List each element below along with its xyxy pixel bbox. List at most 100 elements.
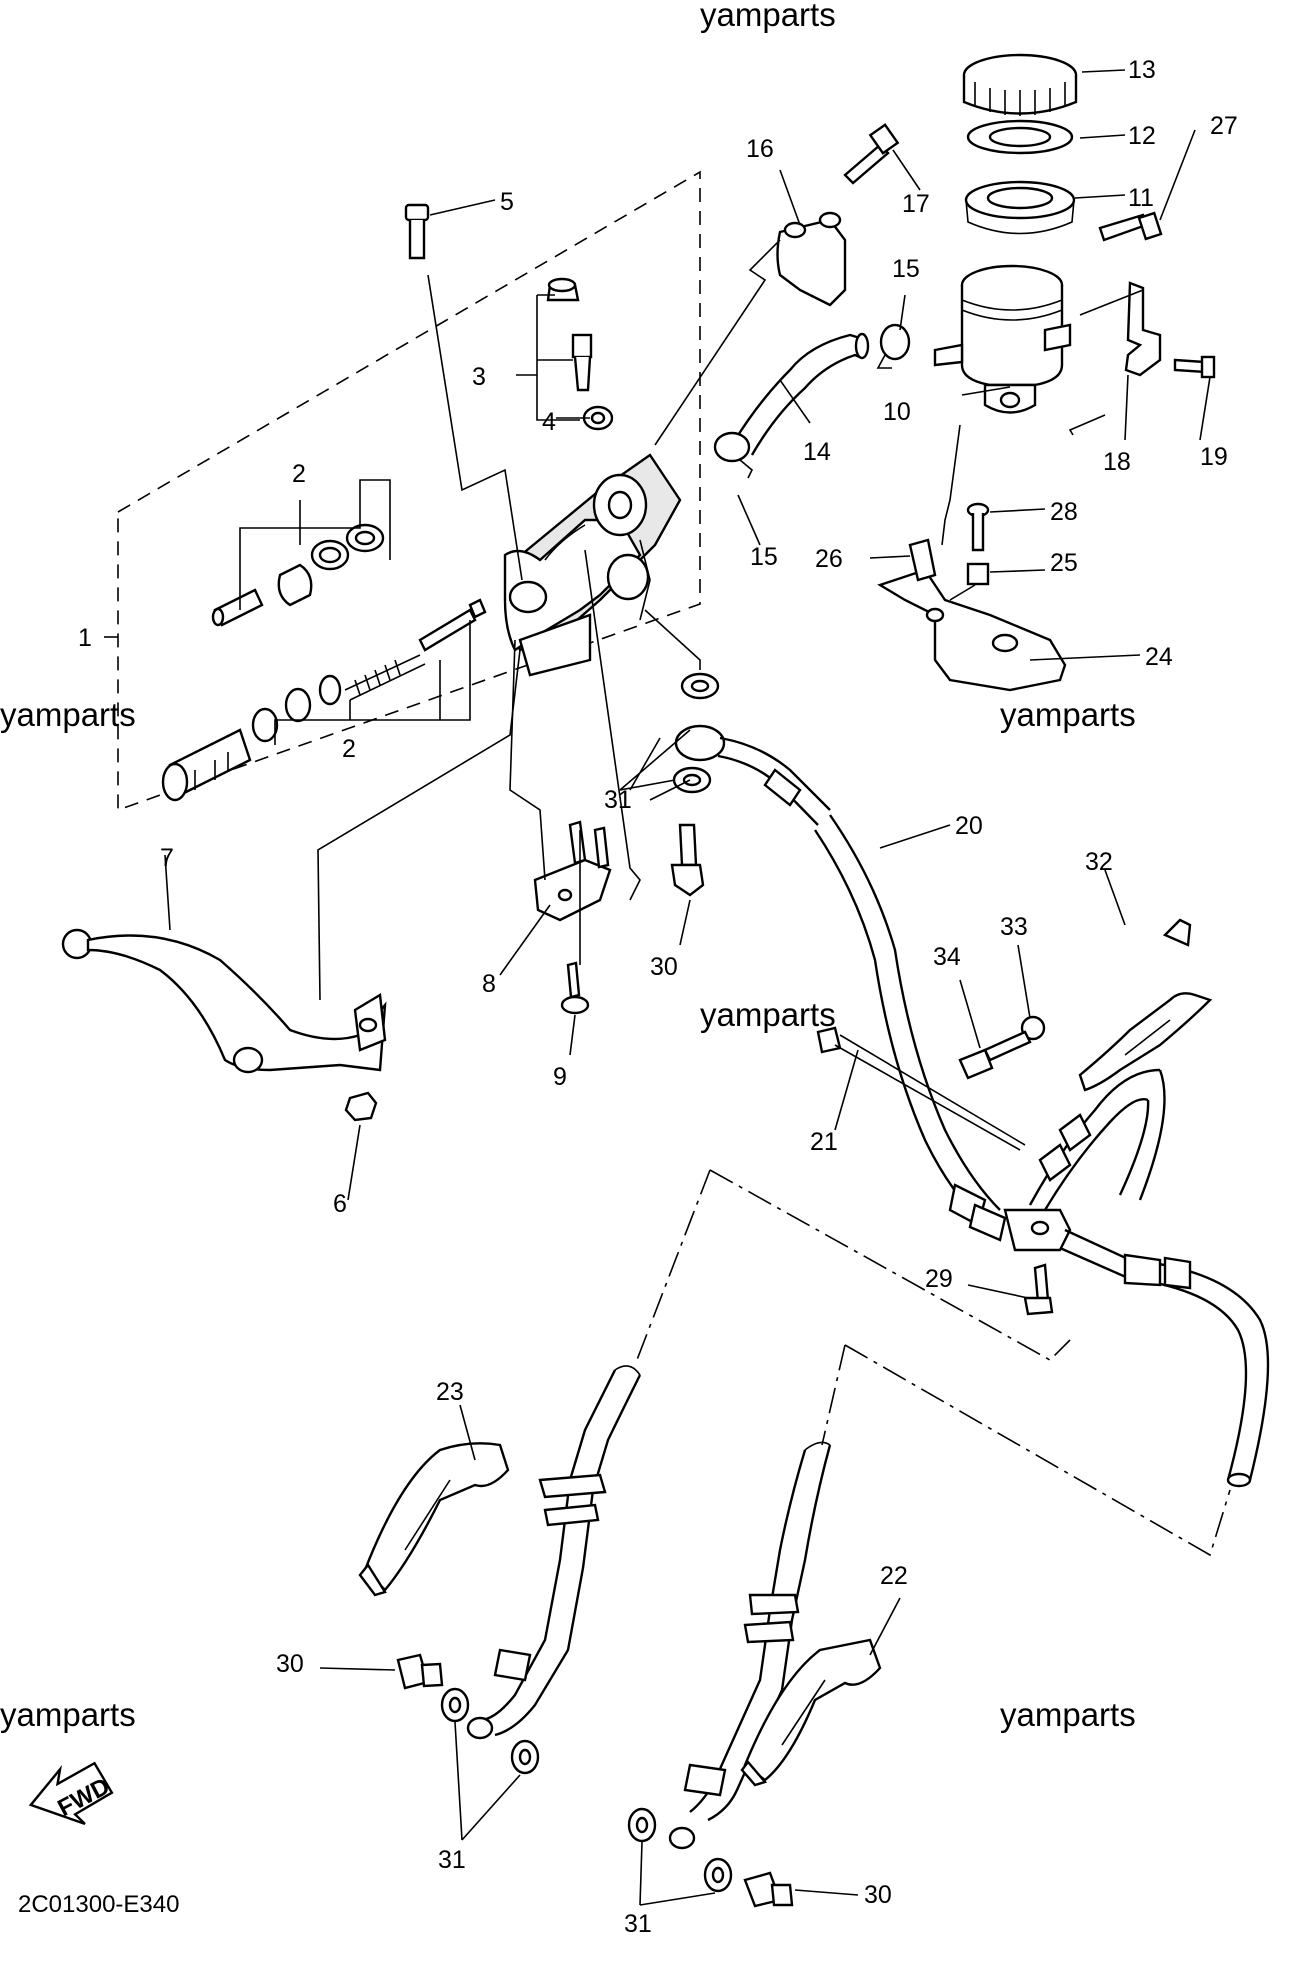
watermark: yamparts: [0, 696, 136, 733]
callout-12: 12: [1128, 122, 1156, 150]
gasket: [440, 1687, 470, 1723]
plate-26: [908, 538, 937, 582]
assembly-lines: [634, 1169, 1231, 1557]
union-bolt: [396, 1653, 444, 1690]
hose-guide: [1078, 918, 1213, 1092]
hose-clamp: [876, 323, 911, 369]
collar-25: [966, 562, 990, 586]
callout-9: 9: [553, 1063, 567, 1091]
callout-18: 18: [1103, 448, 1131, 476]
reservoir-bracket: [1124, 281, 1162, 377]
nut-6: [344, 1091, 378, 1122]
piston-kit-upper: [211, 523, 385, 627]
bolt-34: [958, 1030, 1032, 1080]
callout-23: 23: [436, 1378, 464, 1406]
bleed-screw: [546, 277, 593, 392]
callout-19: 19: [1200, 443, 1228, 471]
brake-hose-left: [466, 1365, 642, 1740]
callout-21: 21: [810, 1128, 838, 1156]
callout-5: 5: [500, 188, 514, 216]
watermark: yamparts: [700, 0, 836, 33]
callout-11: 11: [1128, 184, 1154, 212]
pivot-bolt-5: [404, 203, 430, 260]
callout-6: 6: [333, 1190, 347, 1218]
bolt-29: [1023, 1263, 1054, 1316]
watermark: yamparts: [1000, 696, 1136, 733]
hose-guide-left: [358, 1442, 510, 1597]
gasket: [672, 766, 712, 794]
diaphragm: [964, 180, 1076, 235]
reservoir-hose: [733, 332, 870, 456]
callout-15: 15: [892, 255, 920, 283]
watermark: yamparts: [1000, 1696, 1136, 1733]
fwd-arrow-icon: FWD: [28, 1761, 114, 1825]
callout-22: 22: [880, 1562, 908, 1590]
gasket: [703, 1857, 733, 1893]
union-bolt: [670, 823, 705, 897]
diaphragm-plate: [966, 119, 1074, 155]
brake-hose-upper-branch: [1028, 1068, 1166, 1211]
callout-29: 29: [925, 1265, 953, 1293]
callout-2: 2: [292, 460, 306, 488]
piston-assembly: [161, 598, 487, 802]
callout-15: 15: [750, 543, 778, 571]
reservoir-stay: [877, 568, 1067, 692]
brake-light-switch: [533, 820, 612, 922]
callout-32: 32: [1085, 848, 1113, 876]
callout-10: 10: [883, 398, 911, 426]
callout-34: 34: [933, 943, 961, 971]
callout-4: 4: [542, 408, 556, 436]
collar-33: [1020, 1015, 1046, 1041]
cable-tie: [816, 1026, 1026, 1151]
gasket: [627, 1807, 657, 1843]
callout-30: 30: [650, 953, 678, 981]
brake-hose-right: [668, 1441, 832, 1850]
bolt-17: [843, 123, 900, 185]
hose-joint: [1003, 1208, 1072, 1252]
reservoir-tank: [933, 264, 1072, 414]
callout-7: 7: [160, 844, 174, 872]
holder: [776, 211, 847, 307]
callout-2: 2: [342, 735, 356, 763]
brake-lever: [61, 928, 387, 1074]
master-cylinder-body: [503, 453, 682, 677]
gasket: [510, 1739, 540, 1775]
callout-14: 14: [803, 438, 831, 466]
callout-13: 13: [1128, 56, 1156, 84]
screw-28: [966, 502, 990, 552]
callout-16: 16: [746, 135, 774, 163]
hose-guide-right: [740, 1638, 882, 1787]
callout-20: 20: [955, 812, 983, 840]
callout-1: 1: [78, 624, 92, 652]
brake-hose-right-branch: [1059, 1228, 1270, 1488]
gasket: [680, 672, 720, 700]
watermark: yamparts: [0, 1696, 136, 1733]
brake-hose-main: [674, 724, 1007, 1242]
callout-30: 30: [864, 1881, 892, 1909]
callout-8: 8: [482, 970, 496, 998]
leader-lines: [104, 69, 1211, 1906]
kit-outline: [117, 170, 701, 812]
screw-9: [560, 961, 590, 1015]
callout-17: 17: [902, 190, 930, 218]
callout-27: 27: [1210, 112, 1238, 140]
bolt-27: [1098, 211, 1163, 242]
callout-28: 28: [1050, 498, 1078, 526]
callout-33: 33: [1000, 913, 1028, 941]
union-bolt: [743, 1871, 794, 1908]
callout-3: 3: [472, 363, 486, 391]
callout-31: 31: [604, 786, 632, 814]
hose-clamp: [713, 431, 753, 479]
callout-labels: 13 12 27 11 16 17 5 15 3 4 10 14 18 19 2…: [78, 56, 1238, 1938]
bolt-19: [1173, 355, 1216, 379]
callout-24: 24: [1145, 643, 1173, 671]
callout-30: 30: [276, 1650, 304, 1678]
watermark: yamparts: [700, 996, 836, 1033]
reservoir-cap: [962, 53, 1078, 116]
callout-31: 31: [624, 1910, 652, 1938]
diagram-code: 2C01300-E340: [18, 1891, 179, 1918]
callout-31: 31: [438, 1846, 466, 1874]
callout-26: 26: [815, 545, 843, 573]
callout-25: 25: [1050, 549, 1078, 577]
